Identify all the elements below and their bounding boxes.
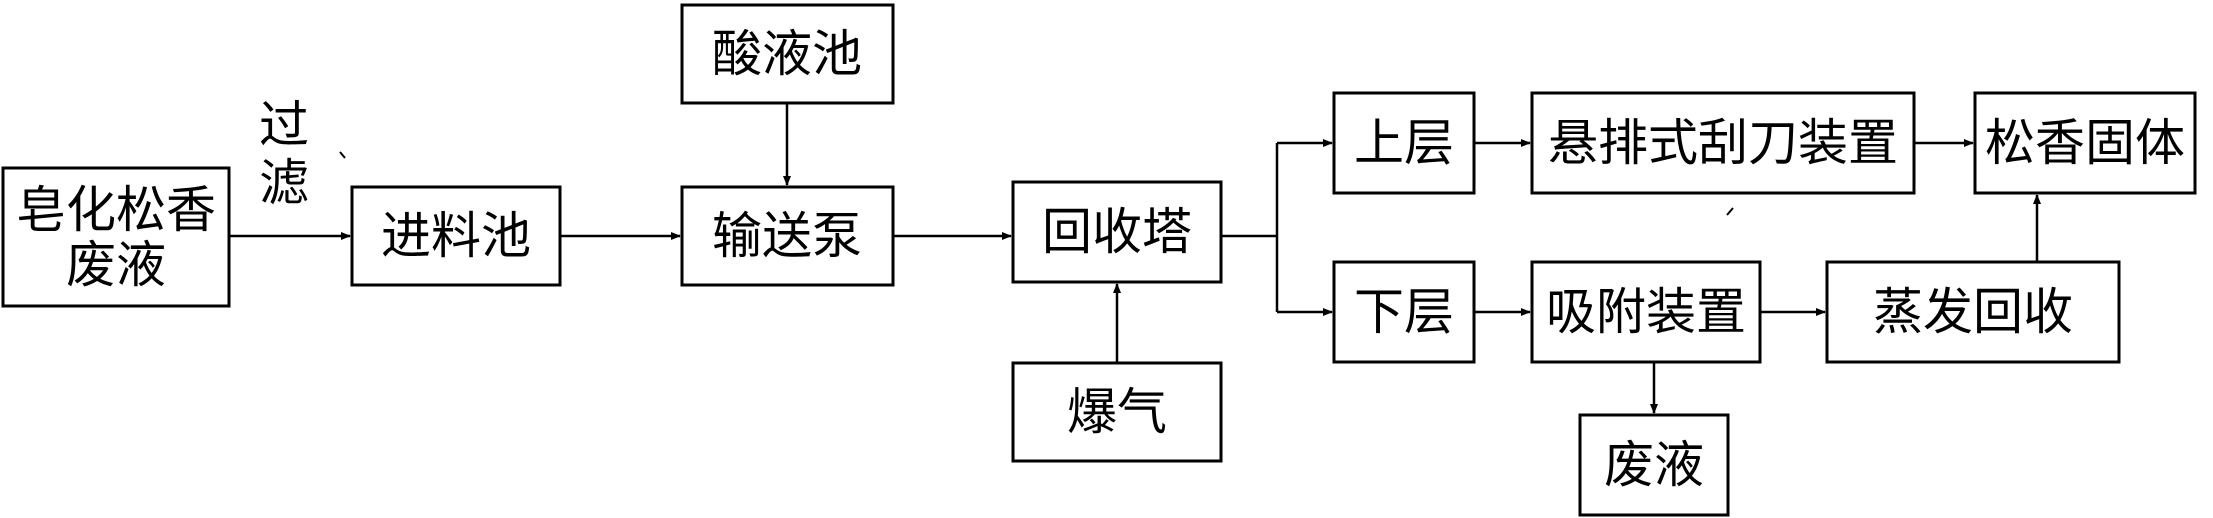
node-feed-tank: 进料池 (350, 185, 562, 287)
node-rosin-solid-label: 松香固体 (1985, 114, 2185, 172)
node-waste-liquid-label: 废液 (1604, 436, 1704, 494)
node-saponified-waste-line2: 废液 (66, 236, 166, 294)
node-aeration-label: 爆气 (1067, 383, 1167, 441)
node-rosin-solid: 松香固体 (1973, 91, 2197, 195)
node-recovery-tower: 回收塔 (1011, 180, 1223, 284)
node-saponified-waste-line1: 皂化松香 (16, 181, 216, 239)
edge-label-filter-char1: 过 (259, 96, 309, 154)
node-saponified-waste: 皂化松香 废液 (1, 166, 231, 308)
node-aeration: 爆气 (1011, 361, 1223, 463)
node-scraper-device-label: 悬排式刮刀装置 (1548, 114, 1898, 172)
scan-speck (1726, 207, 1734, 216)
edge-label-filter-char2: 滤 (259, 154, 309, 212)
node-pump-label: 输送泵 (712, 207, 862, 265)
node-pump: 输送泵 (680, 185, 895, 287)
scan-speck (339, 151, 346, 159)
node-lower-layer: 下层 (1332, 260, 1476, 364)
node-feed-tank-label: 进料池 (381, 207, 531, 265)
node-acid-tank-label: 酸液池 (712, 25, 862, 83)
node-evaporation-recovery: 蒸发回收 (1825, 260, 2121, 364)
node-upper-layer-label: 上层 (1354, 114, 1454, 172)
node-recovery-tower-label: 回收塔 (1042, 203, 1192, 261)
node-adsorption-device: 吸附装置 (1530, 260, 1762, 364)
node-scraper-device: 悬排式刮刀装置 (1530, 91, 1916, 195)
node-upper-layer: 上层 (1332, 91, 1476, 195)
edge-label-filter: 过 滤 (259, 96, 309, 212)
node-waste-liquid: 废液 (1578, 413, 1730, 517)
node-evaporation-recovery-label: 蒸发回收 (1873, 283, 2073, 341)
node-lower-layer-label: 下层 (1354, 283, 1454, 341)
node-adsorption-device-label: 吸附装置 (1546, 283, 1746, 341)
node-acid-tank: 酸液池 (680, 3, 895, 105)
